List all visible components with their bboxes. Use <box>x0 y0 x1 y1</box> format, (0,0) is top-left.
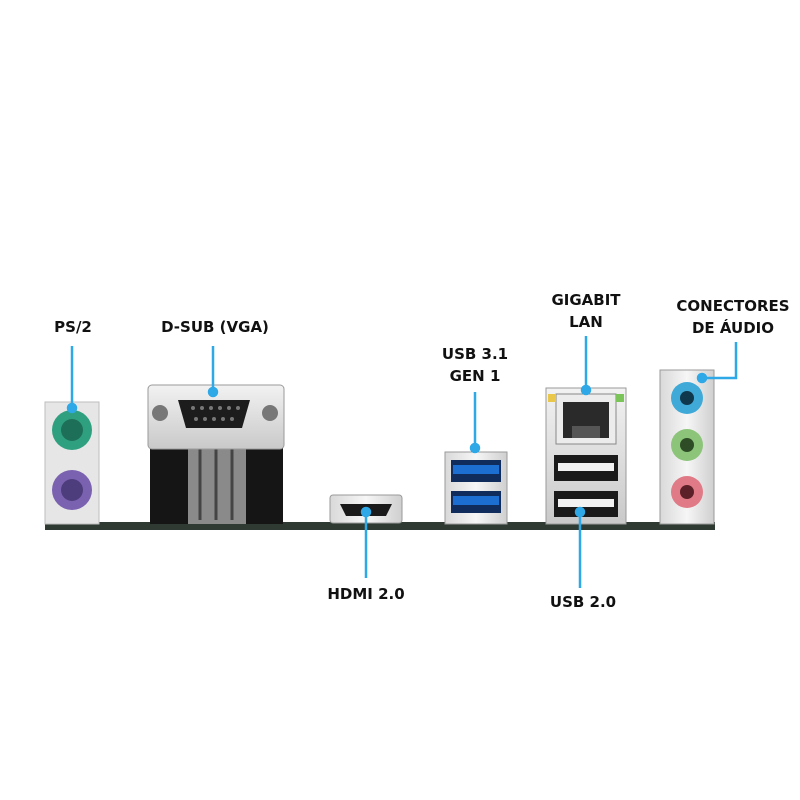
pcb-strip <box>45 522 715 530</box>
usb31-gen1-label: USB 3.1 GEN 1 <box>441 345 509 385</box>
audio-callout <box>702 342 738 380</box>
lan-usb20-stack <box>545 387 627 525</box>
gigabit-lan-label: GIGABIT LAN <box>551 291 621 331</box>
hdmi-label: HDMI 2.0 <box>327 585 405 603</box>
audio-connectors-label: CONECTORES DE ÁUDIO <box>676 297 790 337</box>
vga-port <box>147 384 285 524</box>
dsub-vga-label: D-SUB (VGA) <box>161 318 269 336</box>
usb20-label: USB 2.0 <box>549 593 617 611</box>
usb31-port <box>444 451 508 525</box>
audio-jacks <box>659 369 715 525</box>
ps2-port <box>44 401 100 525</box>
ps2-label: PS/2 <box>54 318 92 336</box>
